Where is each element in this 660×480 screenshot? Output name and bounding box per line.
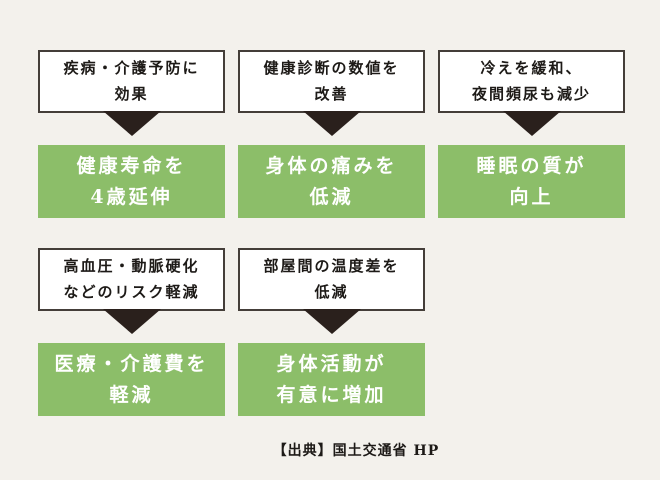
cause-box: 冷えを緩和、 夜間頻尿も減少: [438, 50, 625, 113]
arrow-down-icon: [302, 309, 361, 334]
flow-row-2: 高血圧・動脈硬化 などのリスク軽減 医療・介護費を 軽減 部屋間の温度差を 低減…: [38, 248, 660, 416]
flow-row-1: 疾病・介護予防に 効果 健康寿命を 4歳延伸 健康診断の数値を 改善 身体の痛み…: [38, 50, 660, 218]
arrow-down-icon: [502, 111, 561, 136]
source-caption: 【出典】国土交通省 HP: [272, 443, 440, 459]
effect-box: 身体活動が 有意に増加: [238, 343, 425, 416]
cause-box: 健康診断の数値を 改善: [238, 50, 425, 113]
flow-unit-disease-prevention: 疾病・介護予防に 効果 健康寿命を 4歳延伸: [38, 50, 225, 218]
cause-box: 部屋間の温度差を 低減: [238, 248, 425, 311]
cause-box: 高血圧・動脈硬化 などのリスク軽減: [38, 248, 225, 311]
effect-box: 睡眠の質が 向上: [438, 145, 625, 218]
flow-unit-cold-relief: 冷えを緩和、 夜間頻尿も減少 睡眠の質が 向上: [438, 50, 625, 218]
effect-box: 医療・介護費を 軽減: [38, 343, 225, 416]
cause-box: 疾病・介護予防に 効果: [38, 50, 225, 113]
arrow-down-icon: [302, 111, 361, 136]
flow-unit-checkup-values: 健康診断の数値を 改善 身体の痛みを 低減: [238, 50, 425, 218]
effect-box: 身体の痛みを 低減: [238, 145, 425, 218]
effect-box: 健康寿命を 4歳延伸: [38, 145, 225, 218]
flow-unit-room-temperature: 部屋間の温度差を 低減 身体活動が 有意に増加: [238, 248, 425, 416]
arrow-down-icon: [102, 309, 161, 334]
arrow-down-icon: [102, 111, 161, 136]
flow-unit-blood-pressure-risk: 高血圧・動脈硬化 などのリスク軽減 医療・介護費を 軽減: [38, 248, 225, 416]
